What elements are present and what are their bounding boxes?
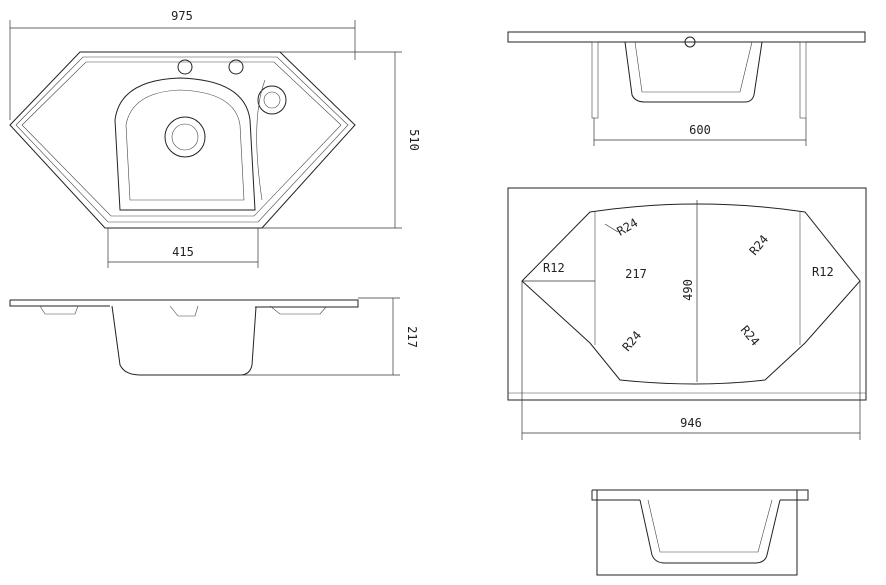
- dim-cutout-depth: 490: [681, 279, 695, 301]
- dim-cabinet-width: 600: [689, 123, 711, 137]
- side-view: 217: [9, 297, 419, 376]
- radius-label: R24: [747, 232, 772, 258]
- cutout-view: 490 217 R24 R24 R24 R24 R12 R12 946: [507, 187, 867, 440]
- radius-label: R12: [543, 261, 565, 275]
- top-view: 975 510 415: [9, 9, 421, 268]
- radius-label: R24: [615, 216, 641, 239]
- dim-cutout-width: 946: [680, 416, 702, 430]
- section-view: [591, 489, 809, 576]
- dim-side-height: 217: [405, 326, 419, 348]
- radius-label: R24: [620, 328, 645, 354]
- radius-label: R24: [738, 323, 763, 349]
- tap-hole-icon: [228, 59, 244, 75]
- dim-bowl-width: 415: [172, 245, 194, 259]
- dim-cutout-inner: 217: [625, 267, 647, 281]
- drain-icon: [164, 116, 206, 158]
- tap-hole-icon: [177, 59, 193, 75]
- radius-label: R12: [812, 265, 834, 279]
- front-view: 600: [507, 31, 866, 146]
- dim-top-width: 975: [171, 9, 193, 23]
- dim-top-depth: 510: [407, 129, 421, 151]
